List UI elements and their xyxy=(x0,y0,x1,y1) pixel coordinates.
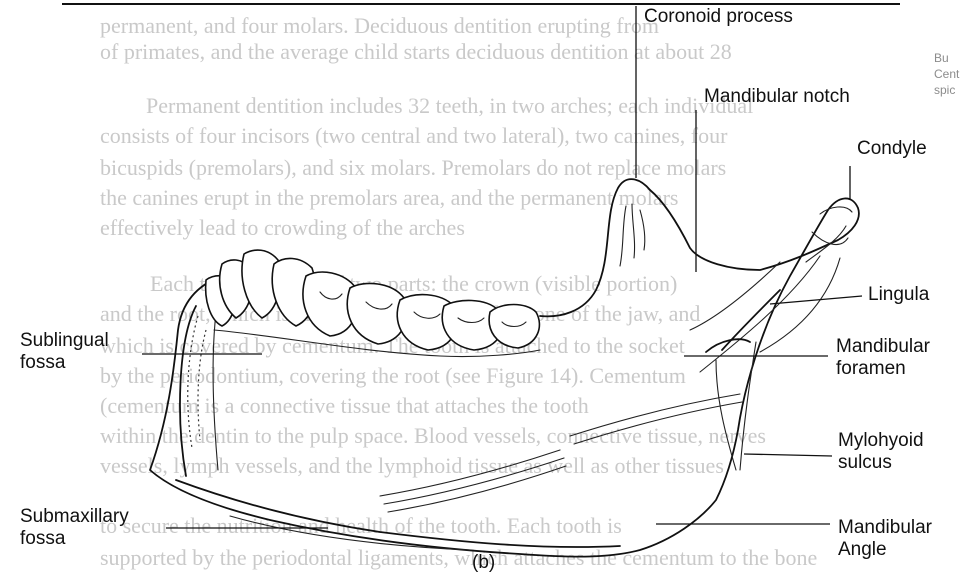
sublingual-fossa-dotted xyxy=(198,330,206,440)
leader-line-lingula xyxy=(770,296,862,304)
leader-line-mylohyoid-sulcus xyxy=(744,454,832,456)
label-sublingual-fossa: Sublingual fossa xyxy=(20,330,109,374)
label-mylohyoid-sulcus: Mylohyoid sulcus xyxy=(838,430,924,474)
ramus-contour-line xyxy=(760,258,840,352)
label-mandibular-foramen: Mandibular foramen xyxy=(836,336,930,380)
label-mylohyoid-sulcus-line2: sulcus xyxy=(838,452,924,474)
label-sublingual-fossa-line2: fossa xyxy=(20,352,109,374)
label-mandibular-angle: Mandibular Angle xyxy=(838,517,932,561)
mylohyoid-groove-line xyxy=(570,394,740,436)
label-submaxillary-fossa-line2: fossa xyxy=(20,528,129,550)
label-submaxillary-fossa: Submaxillary fossa xyxy=(20,506,129,550)
label-mylohyoid-sulcus-line1: Mylohyoid xyxy=(838,430,924,452)
mandibular-foramen-shape xyxy=(706,339,750,352)
label-mandibular-notch: Mandibular notch xyxy=(704,86,850,108)
coronoid-inner-line xyxy=(640,210,645,250)
label-coronoid-process: Coronoid process xyxy=(644,6,793,28)
lower-border-inner-line xyxy=(230,516,470,550)
coronoid-inner-line xyxy=(632,204,635,258)
label-mandibular-angle-line2: Angle xyxy=(838,539,932,561)
condyle-inner-line xyxy=(820,207,852,214)
label-lingula: Lingula xyxy=(868,284,929,306)
mylohyoid-groove-line xyxy=(380,450,560,496)
label-sublingual-fossa-line1: Sublingual xyxy=(20,330,109,352)
label-mandibular-foramen-line1: Mandibular xyxy=(836,336,930,358)
ramus-contour-line xyxy=(690,262,780,330)
coronoid-inner-line xyxy=(620,206,626,266)
mylohyoid-groove-line xyxy=(384,458,564,504)
label-submaxillary-fossa-line1: Submaxillary xyxy=(20,506,129,528)
lingula-shape xyxy=(722,290,780,350)
mylohyoid-groove-line xyxy=(574,402,742,444)
sublingual-fossa-dotted xyxy=(188,316,198,448)
label-mandibular-angle-line1: Mandibular xyxy=(838,517,932,539)
condyle-inner-line xyxy=(812,232,848,245)
label-condyle: Condyle xyxy=(857,138,927,160)
label-mandibular-foramen-line2: foramen xyxy=(836,358,930,380)
figure-label: (b) xyxy=(472,552,495,574)
